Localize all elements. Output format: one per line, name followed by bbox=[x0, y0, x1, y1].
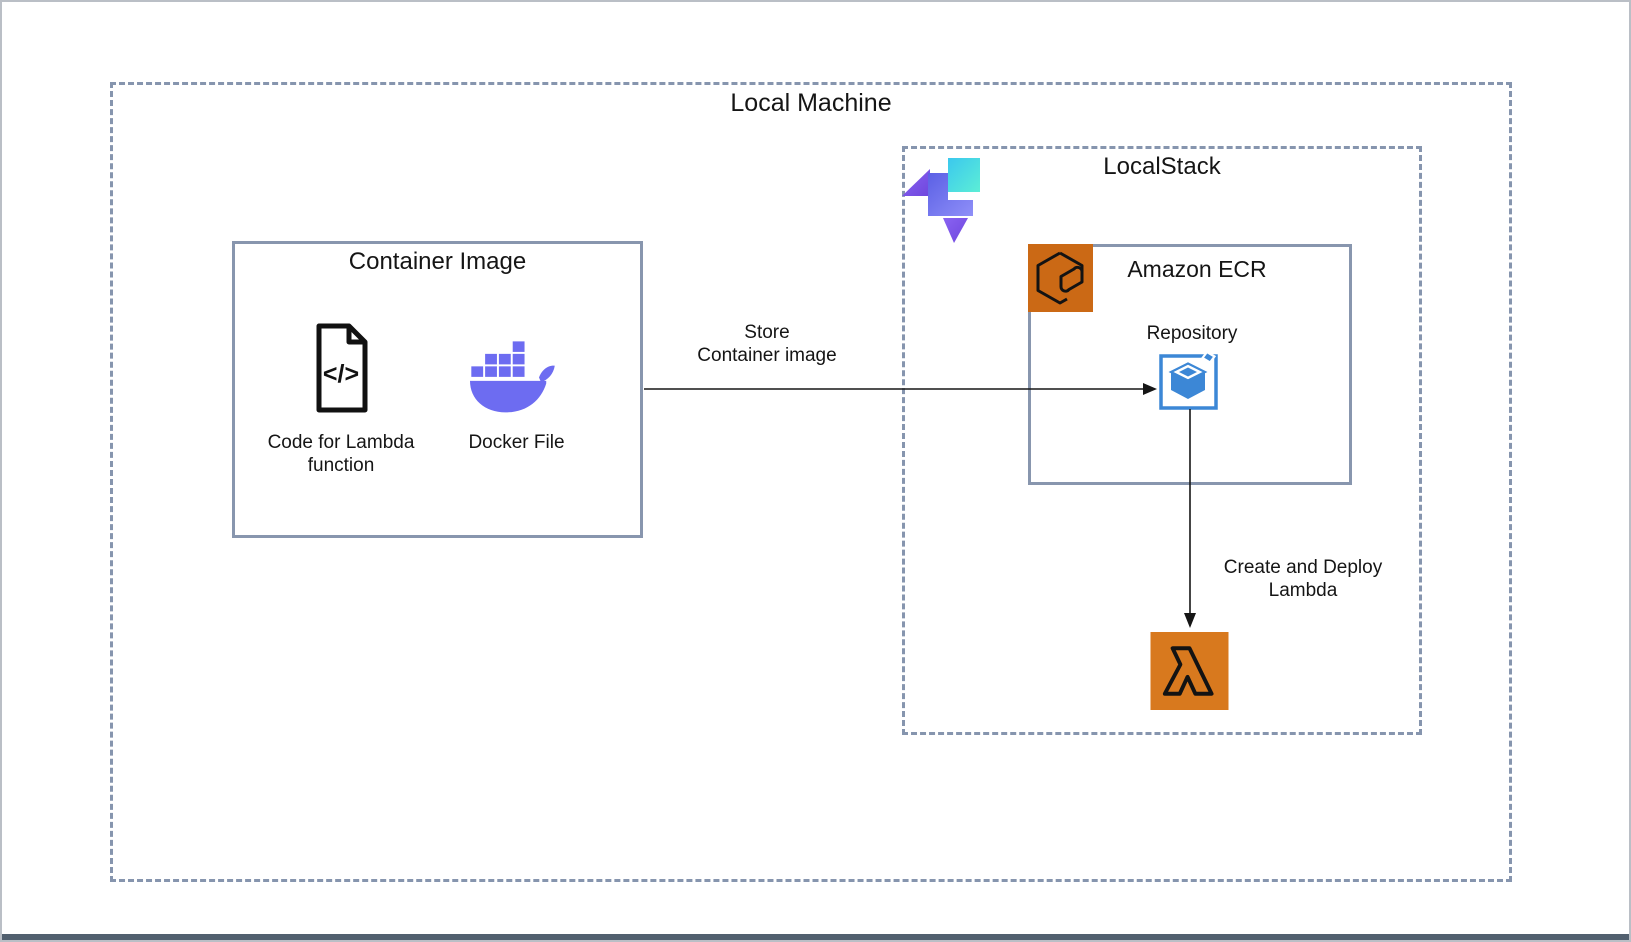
localstack-box bbox=[902, 146, 1422, 735]
lambda-icon bbox=[1150, 632, 1229, 710]
store-arrow-label: Store Container image bbox=[697, 322, 837, 366]
localstack-logo-l-shape bbox=[928, 173, 973, 216]
deploy-arrow-label: Create and Deploy Lambda bbox=[1223, 557, 1383, 601]
container-image-title: Container Image bbox=[348, 248, 527, 275]
window-bottom-edge bbox=[2, 934, 1629, 940]
container-image-box bbox=[232, 241, 643, 538]
ecr-service-icon bbox=[1028, 244, 1093, 312]
code-file-label: Code for Lambda function bbox=[267, 432, 415, 476]
docker-whale-icon bbox=[470, 340, 562, 419]
localstack-logo bbox=[896, 152, 986, 246]
localstack-logo-teal-square bbox=[948, 158, 980, 192]
local-machine-box bbox=[110, 82, 1512, 882]
amazon-ecr-title: Amazon ECR bbox=[1127, 256, 1267, 282]
ecr-repository-icon bbox=[1157, 349, 1223, 411]
localstack-logo-bottom-triangle bbox=[943, 218, 968, 243]
localstack-title: LocalStack bbox=[1103, 153, 1221, 180]
repository-label: Repository bbox=[1146, 323, 1238, 344]
local-machine-title: Local Machine bbox=[730, 89, 892, 117]
svg-text:</>: </> bbox=[323, 360, 359, 388]
code-file-icon: </> bbox=[310, 322, 372, 414]
docker-file-label: Docker File bbox=[468, 432, 565, 453]
localstack-logo-left-triangle bbox=[902, 169, 930, 196]
